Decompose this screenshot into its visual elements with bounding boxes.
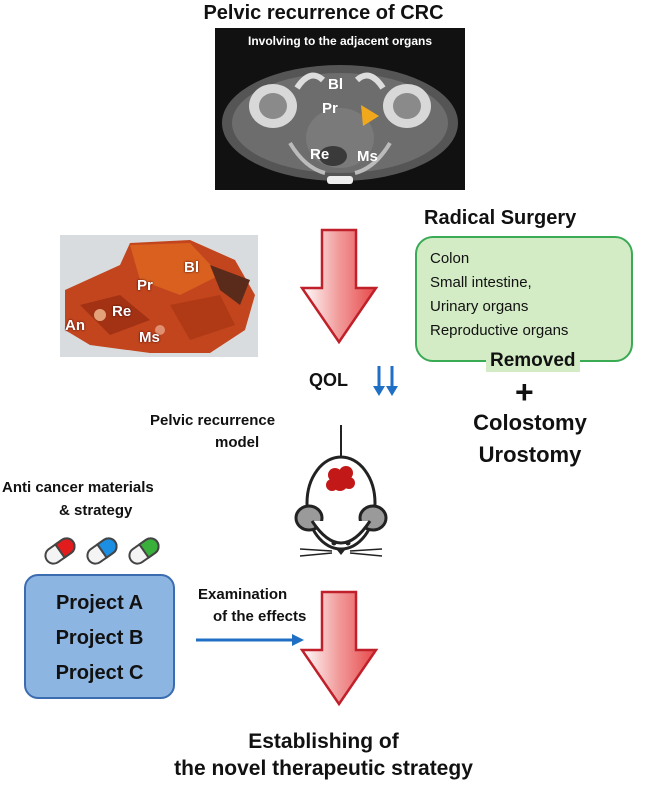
project-c-label: Project C xyxy=(55,662,144,684)
ct-label-prostate: Pr xyxy=(322,100,338,117)
project-a-label: Project A xyxy=(55,592,144,614)
ct-label-bladder: Bl xyxy=(328,76,343,93)
removed-label: Removed xyxy=(486,350,580,372)
qol-decrease-arrows-icon xyxy=(373,366,398,396)
conclusion-line2: the novel therapeutic strategy xyxy=(174,757,473,780)
radical-surgery-box xyxy=(415,236,633,362)
specimen-label-prostate: Pr xyxy=(137,277,153,294)
plus-sign: + xyxy=(515,374,534,410)
tumor-pointer-arrowhead xyxy=(361,105,379,126)
down-arrow-to-qol xyxy=(300,228,379,345)
ct-label-muscle: Ms xyxy=(357,148,378,165)
organ-item-reproductive: Reproductive organs xyxy=(430,322,569,339)
figure-title: Pelvic recurrence of CRC xyxy=(203,2,444,24)
model-label-line2: model xyxy=(215,434,260,451)
specimen-label-rectum: Re xyxy=(112,303,132,320)
colostomy-label: Colostomy xyxy=(473,410,587,435)
radical-surgery-title: Radical Surgery xyxy=(424,207,577,229)
anti-cancer-label-line2: & strategy xyxy=(59,502,133,519)
examination-arrow xyxy=(196,634,304,646)
model-label-line1: Pelvic recurrence xyxy=(150,412,276,429)
tumor-mark xyxy=(326,466,355,491)
specimen-label-anus: An xyxy=(65,317,85,334)
ct-scan-image: Involving to the adjacent organs Bl Pr R… xyxy=(215,28,465,190)
qol-label: QOL xyxy=(309,370,348,390)
specimen-label-bladder: Bl xyxy=(184,259,199,276)
specimen-label-muscle: Ms xyxy=(139,329,160,346)
organ-item-small-intestine: Small intestine, xyxy=(430,274,532,291)
mouse-icon xyxy=(294,425,388,557)
surgical-specimen-image: Bl Pr Re An Ms xyxy=(60,235,258,357)
examination-label-line1: Examination xyxy=(198,586,288,603)
urostomy-label: Urostomy xyxy=(478,442,582,467)
conclusion-line1: Establishing of xyxy=(248,730,399,753)
ct-label-rectum: Re xyxy=(310,146,330,163)
project-b-label: Project B xyxy=(55,627,144,649)
ct-caption: Involving to the adjacent organs xyxy=(247,34,433,48)
down-arrow-to-conclusion xyxy=(300,590,379,707)
organ-item-colon: Colon xyxy=(430,250,470,267)
organ-item-urinary: Urinary organs xyxy=(430,298,529,315)
projects-box xyxy=(24,574,175,699)
examination-label-line2: of the effects xyxy=(213,608,307,625)
capsules-icon xyxy=(44,537,160,565)
anti-cancer-label-line1: Anti cancer materials xyxy=(2,479,154,496)
